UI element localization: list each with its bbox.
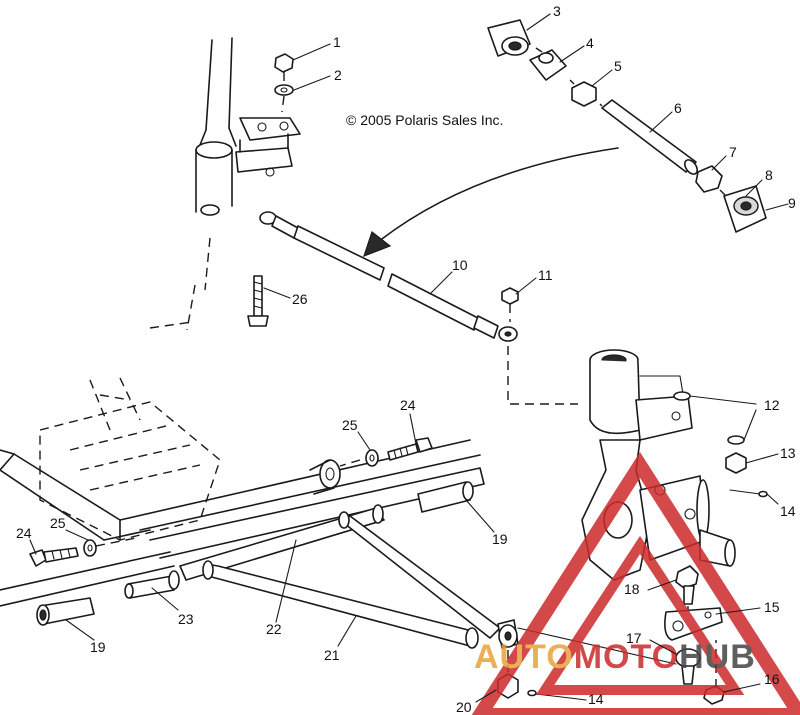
steering-knuckle	[581, 349, 736, 581]
watermark-triangle-outer	[471, 452, 800, 715]
callout-8: 8	[765, 167, 773, 183]
callout-24-right: 24	[400, 397, 416, 413]
copyright-text: © 2005 Polaris Sales Inc.	[346, 112, 503, 128]
watermark-moto: MOTO	[574, 638, 679, 676]
washer-2	[274, 84, 294, 96]
jam-nut-7	[695, 165, 723, 193]
callout-14-upper: 14	[780, 503, 796, 519]
callout-19-left: 19	[90, 639, 106, 655]
cotter-pin-14-upper	[729, 489, 768, 498]
rod-end-8	[723, 185, 767, 233]
nut-13	[725, 452, 747, 474]
stud-26	[247, 275, 269, 327]
nut-1	[274, 53, 294, 73]
callout-1: 1	[333, 34, 341, 50]
frame	[0, 377, 485, 607]
callout-3: 3	[553, 3, 561, 19]
watermark-auto: AUTO	[474, 638, 574, 676]
callout-2: 2	[334, 67, 342, 83]
assembly-arrow	[363, 147, 619, 258]
washer-12-bottom	[727, 435, 745, 445]
jam-nut-5	[571, 81, 597, 107]
callout-21: 21	[324, 647, 340, 663]
callout-6: 6	[674, 100, 682, 116]
callouts: 1 2 3 4 5 6 7 8 9 10 11 12 13 14 15 16 1…	[16, 3, 796, 715]
bolt-24-left	[29, 547, 79, 567]
ball-joint-17	[675, 648, 701, 685]
callout-5: 5	[614, 58, 622, 74]
bushing-19-right	[417, 481, 474, 513]
callout-26: 26	[292, 291, 308, 307]
callout-16: 16	[764, 671, 780, 687]
bushing-19-left	[36, 597, 95, 626]
callout-10: 10	[452, 257, 468, 273]
rod-end-3	[487, 19, 531, 57]
callout-25-right: 25	[342, 417, 358, 433]
callout-22: 22	[266, 621, 282, 637]
callout-15: 15	[764, 599, 780, 615]
callout-11: 11	[538, 267, 553, 283]
callout-18: 18	[624, 581, 640, 597]
callout-13: 13	[780, 445, 796, 461]
steering-post	[149, 37, 301, 331]
watermark-logo: AUTOMOTOHUB	[471, 452, 800, 715]
callout-14-lower: 14	[588, 691, 604, 707]
bolt-24-right	[387, 437, 433, 461]
callout-24-left: 24	[16, 525, 32, 541]
callout-12: 12	[764, 397, 780, 413]
callout-9: 9	[788, 195, 796, 211]
watermark-triangle-inner	[535, 535, 745, 695]
svg-text:AUTOMOTOHUB: AUTOMOTOHUB	[474, 638, 756, 676]
a-arm	[179, 504, 519, 649]
tie-rod-10	[259, 211, 518, 342]
callout-23: 23	[178, 611, 194, 627]
callout-4: 4	[586, 35, 594, 51]
callout-25-left: 25	[50, 515, 66, 531]
washer-25-left	[83, 539, 97, 557]
tie-rod-sleeve-6	[601, 99, 699, 175]
nut-11	[501, 287, 519, 305]
washer-12-top	[673, 391, 691, 401]
callout-7: 7	[729, 144, 737, 160]
bushing-23	[124, 570, 180, 599]
callout-19-right: 19	[492, 531, 508, 547]
watermark-hub: HUB	[679, 638, 756, 676]
ball-joint-4	[529, 49, 567, 81]
washer-25-right	[365, 449, 379, 467]
callout-17: 17	[626, 630, 642, 646]
callout-20: 20	[456, 699, 472, 715]
